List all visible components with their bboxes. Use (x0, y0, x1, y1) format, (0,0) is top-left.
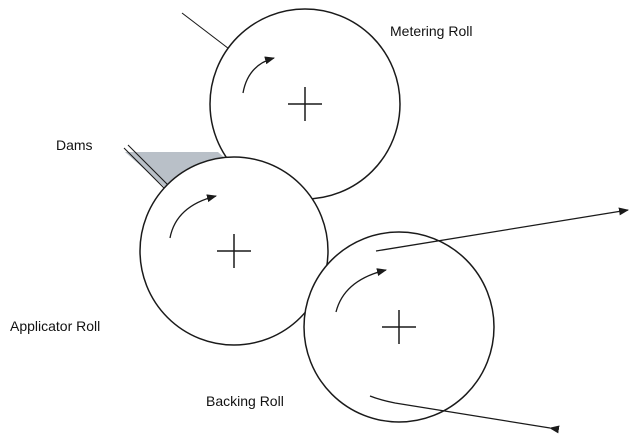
backing-roll (303, 231, 495, 423)
dams-label: Dams (56, 137, 93, 153)
metering-roll (209, 8, 401, 200)
web-outgoing-line (375, 207, 629, 252)
applicator-roll-rotation-arrow (169, 194, 217, 239)
applicator-roll-label: Applicator Roll (10, 318, 100, 334)
metering-roll-center-cross (288, 87, 322, 121)
backing-roll-center-cross (382, 310, 416, 344)
metering-roll-label: Metering Roll (390, 23, 472, 39)
applicator-roll-center-cross (217, 234, 251, 268)
dams-leader (123, 144, 172, 192)
web-incoming-line (369, 395, 560, 434)
backing-roll-rotation-arrow (335, 268, 387, 313)
metering-roll-rotation-arrow (242, 56, 275, 94)
backing-roll-label: Backing Roll (206, 393, 284, 409)
applicator-roll (139, 156, 329, 346)
